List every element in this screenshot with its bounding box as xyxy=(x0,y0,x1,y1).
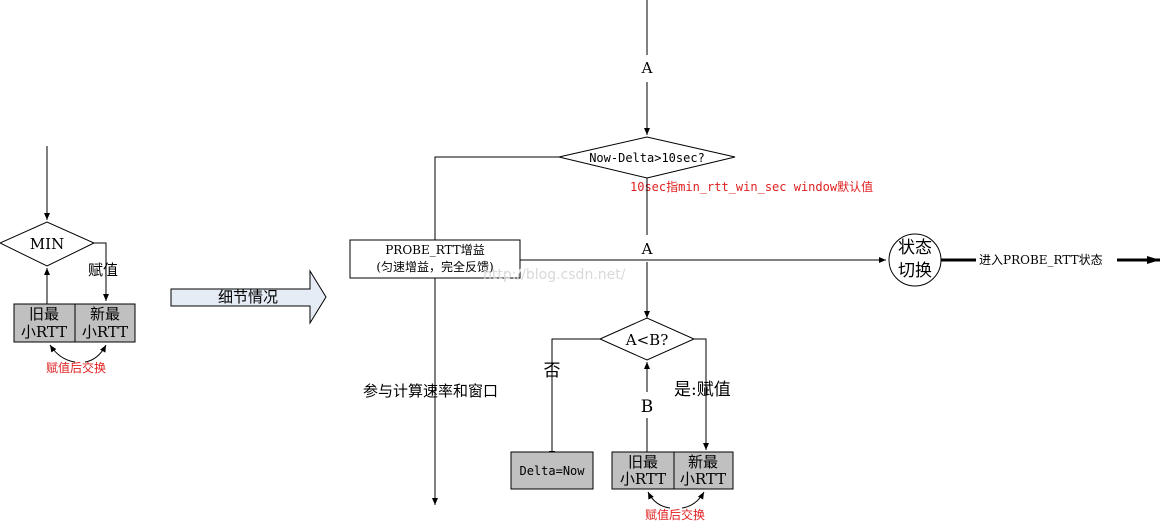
new-min-rtt-box xyxy=(74,303,136,343)
no-label: 否 xyxy=(544,361,561,381)
assign-arrow xyxy=(94,242,109,301)
left-swap-note: 赋值后交换 xyxy=(46,360,106,375)
bottom-swap-curve-a xyxy=(647,491,671,509)
watermark: http://blog.csdn.net/ xyxy=(483,267,626,283)
delta-now-label: Delta=Now xyxy=(519,464,585,478)
old-min-rtt-box xyxy=(13,303,76,343)
new-min-rtt-label-1: 新最 xyxy=(90,305,120,323)
old-min-rtt-label-2: 小RTT xyxy=(21,323,67,341)
left-swap-curve-b xyxy=(84,344,107,363)
left-swap-curve-a xyxy=(49,344,76,363)
yes-branch-arrow xyxy=(694,338,709,450)
detail-block-arrow: 细节情况 xyxy=(170,269,327,325)
cond-2-label: A<B? xyxy=(625,331,668,349)
bottom-new-label-1: 新最 xyxy=(688,453,718,471)
yes-label: 是:赋值 xyxy=(674,380,731,400)
state-switch-line-2: 切换 xyxy=(898,261,932,281)
cond-1-label: Now-Delta>10sec? xyxy=(589,151,705,165)
participate-label: 参与计算速率和窗口 xyxy=(363,382,498,400)
no-branch-arrow xyxy=(549,338,600,458)
bottom-new-label-2: 小RTT xyxy=(680,470,726,488)
bottom-swap-curve-b xyxy=(681,491,705,509)
min-label: MIN xyxy=(30,235,64,253)
left-diagram: MIN 赋值 旧最 小RTT 新最 小RTT 赋值后交换 xyxy=(0,146,136,375)
bottom-swap-note: 赋值后交换 xyxy=(645,507,705,522)
decision-now-delta xyxy=(558,136,736,179)
label-b: B xyxy=(641,397,654,417)
detail-arrow-shape xyxy=(170,269,327,325)
main-diagram: A Now-Delta>10sec? 10sec指min_rtt_win_sec… xyxy=(349,0,1160,522)
detail-arrow-label: 细节情况 xyxy=(218,288,278,306)
new-min-rtt-label-2: 小RTT xyxy=(82,323,128,341)
label-a-top: A xyxy=(641,59,653,77)
probe-rtt-gain-box xyxy=(349,239,521,279)
state-switch-line-1: 状态 xyxy=(898,238,932,258)
probe-rtt-line-2: (匀速增益，完全反馈) xyxy=(376,259,493,274)
assign-label: 赋值 xyxy=(88,261,118,279)
bottom-new-min-rtt-box xyxy=(673,451,734,490)
bottom-old-label-2: 小RTT xyxy=(620,470,666,488)
enter-probe-label: 进入PROBE_RTT状态 xyxy=(979,253,1103,267)
delta-now-box xyxy=(510,451,594,490)
probe-rtt-line-1: PROBE_RTT增益 xyxy=(385,243,485,257)
old-min-rtt-label-1: 旧最 xyxy=(29,305,59,323)
label-a-mid: A xyxy=(641,240,653,258)
note-10sec: 10sec指min_rtt_win_sec window默认值 xyxy=(630,179,873,194)
cond1-left-branch xyxy=(432,156,559,505)
bottom-old-label-1: 旧最 xyxy=(628,453,658,471)
